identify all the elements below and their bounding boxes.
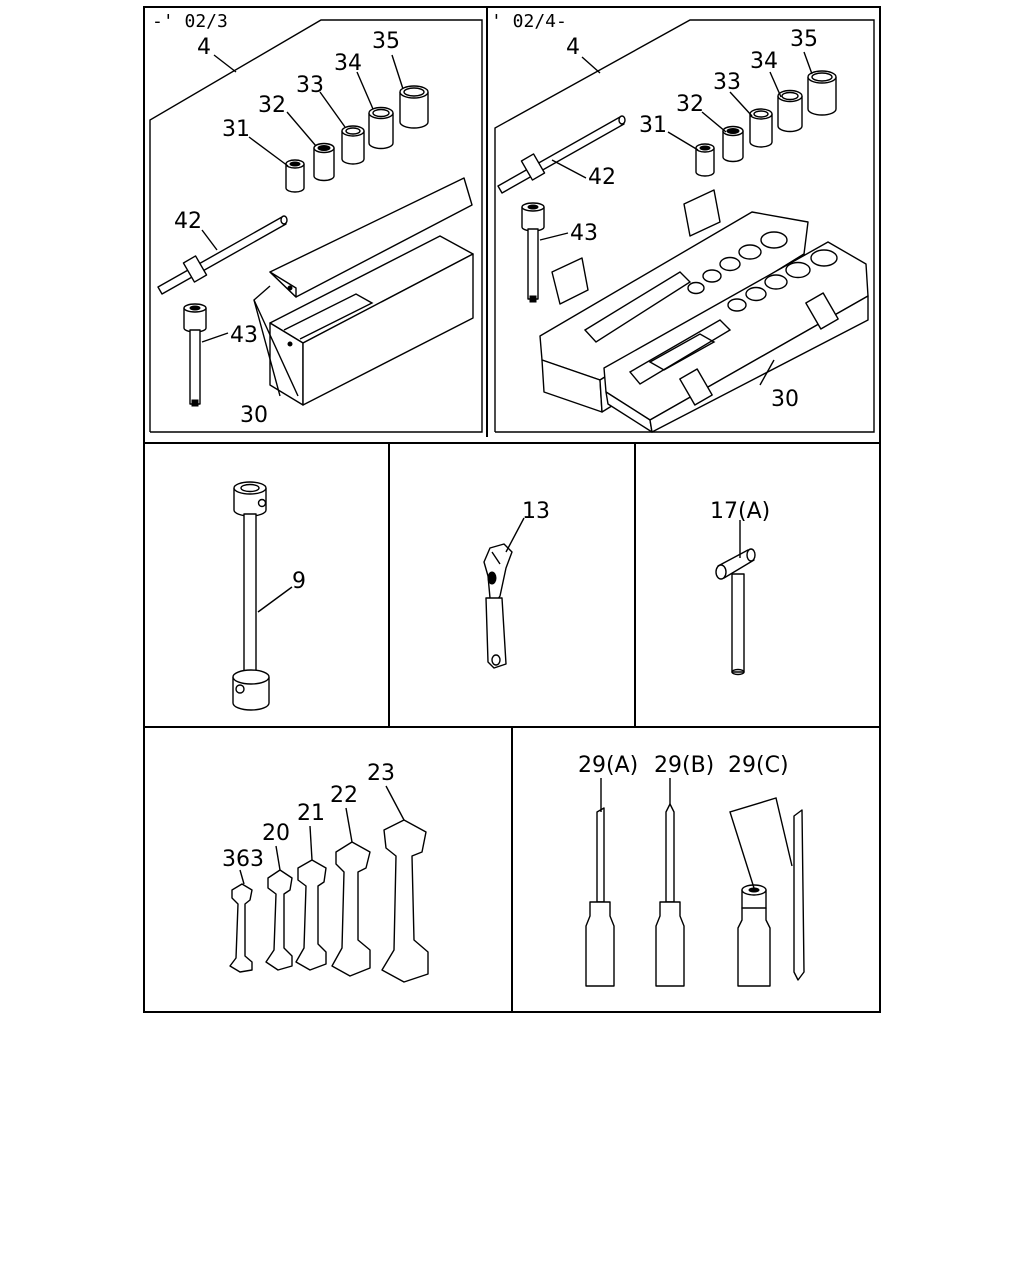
socket-35: [807, 70, 837, 116]
socket-34: [777, 89, 803, 133]
metal-tool-box-30: [269, 177, 474, 406]
diagram-frame: [143, 6, 881, 1013]
callout-29a: 29(A): [578, 753, 638, 778]
callout-35: 35: [790, 27, 818, 52]
screwdriver-29b: [655, 803, 685, 987]
callout-4: 4: [197, 35, 211, 60]
callout-13: 13: [522, 499, 550, 524]
socket-31: [285, 159, 305, 193]
callout-42: 42: [174, 209, 202, 234]
spanner-23: [381, 819, 429, 983]
callout-17a: 17(A): [710, 499, 770, 524]
spanner-22: [331, 841, 371, 977]
callout-34: 34: [750, 49, 778, 74]
panel-adjustable-wrench: 13: [483, 499, 550, 669]
extension-bar-43: [521, 202, 545, 303]
callout-363: 363: [222, 847, 264, 872]
screwdriver-29c-handle: [737, 884, 771, 987]
spanner-20: [265, 869, 293, 971]
callout-30: 30: [771, 387, 799, 412]
callout-23: 23: [367, 761, 395, 786]
panel-spanners: 363 20 21 22 23: [222, 761, 429, 983]
extension-bar-43: [183, 303, 207, 407]
t-handle-42: [497, 115, 626, 194]
panel-early-toolbox: -' 02/3 4: [149, 11, 483, 433]
callout-35: 35: [372, 29, 400, 54]
era-label-late: ' 02/4-: [491, 11, 567, 32]
panel-wheel-wrench: 9: [232, 481, 306, 711]
callout-31: 31: [222, 117, 250, 142]
callout-9: 9: [292, 569, 306, 594]
adjustable-wrench-13: [483, 543, 513, 669]
spanner-363: [229, 883, 253, 973]
era-label-early: -' 02/3: [152, 11, 228, 32]
callout-33: 33: [296, 73, 324, 98]
panel-screwdrivers: 29(A) 29(B) 29(C): [578, 753, 805, 987]
callout-34: 34: [334, 51, 362, 76]
socket-33: [341, 125, 365, 165]
callout-22: 22: [330, 783, 358, 808]
callout-20: 20: [262, 821, 290, 846]
callout-42: 42: [588, 165, 616, 190]
callout-29c: 29(C): [728, 753, 789, 778]
socket-33: [749, 108, 773, 148]
spanner-21: [295, 859, 327, 971]
panel-late-toolcase: ' 02/4- 4: [491, 11, 875, 433]
socket-34: [368, 106, 394, 150]
wheel-nut-wrench-9: [232, 481, 270, 711]
socket-31: [695, 143, 715, 177]
socket-32: [313, 142, 335, 182]
callout-21: 21: [297, 801, 325, 826]
callout-32: 32: [258, 93, 286, 118]
socket-32: [722, 125, 744, 163]
screwdriver-29c-bit: [793, 809, 805, 981]
screwdriver-29a: [585, 807, 615, 987]
callout-32: 32: [676, 92, 704, 117]
socket-35: [399, 85, 429, 129]
hammer-17a: [715, 548, 756, 676]
callout-33: 33: [713, 70, 741, 95]
callout-43: 43: [570, 221, 598, 246]
callout-29b: 29(B): [654, 753, 714, 778]
callout-31: 31: [639, 113, 667, 138]
callout-30: 30: [240, 403, 268, 428]
t-handle-42: [157, 215, 288, 295]
callout-4: 4: [566, 35, 580, 60]
panel-hammer: 17(A): [710, 499, 770, 676]
plastic-tool-case-30: [539, 189, 869, 433]
callout-43: 43: [230, 323, 258, 348]
